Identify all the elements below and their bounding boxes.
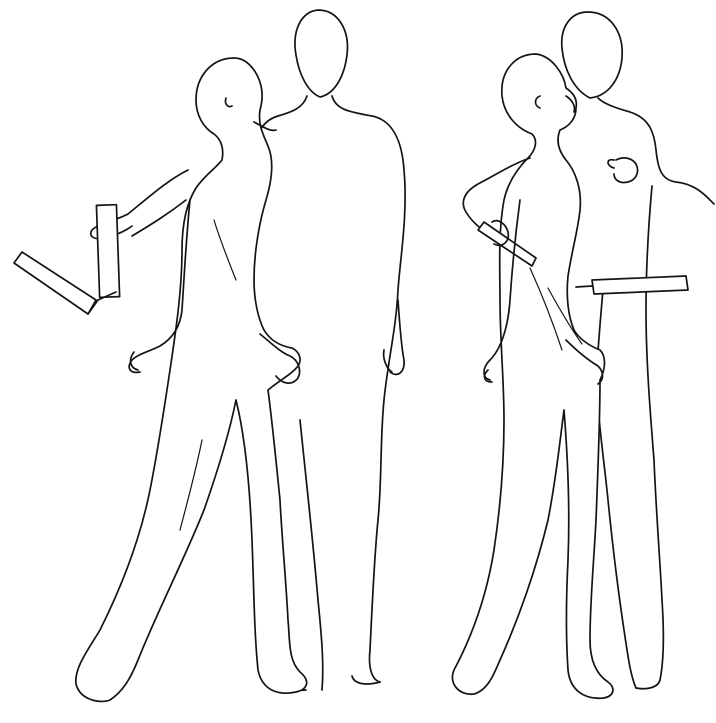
straight-stick (576, 276, 688, 294)
folded-stick (14, 205, 120, 314)
left-scene (14, 10, 405, 701)
figure-profile (452, 54, 613, 698)
walking-figure (76, 58, 307, 701)
right-scene (452, 12, 714, 698)
